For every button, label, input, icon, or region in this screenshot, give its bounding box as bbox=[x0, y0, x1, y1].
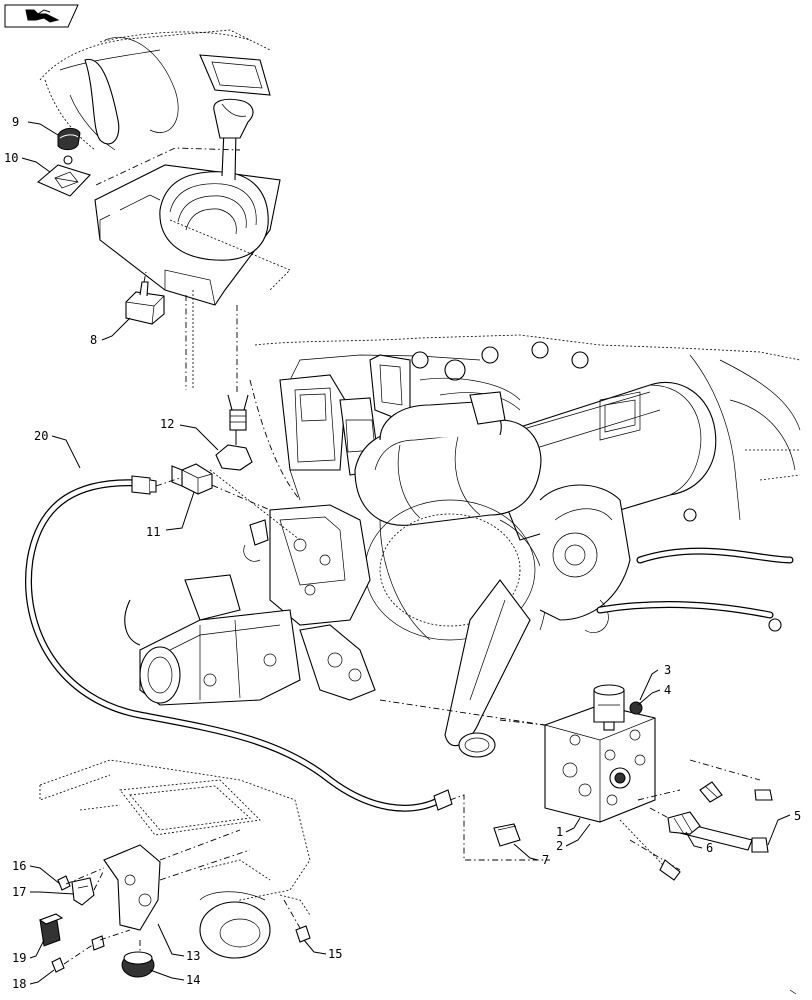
callout-9: 9 bbox=[12, 115, 19, 129]
callout-3: 3 bbox=[664, 663, 671, 677]
relay-19-part bbox=[38, 913, 64, 947]
switch-12-part bbox=[215, 394, 253, 471]
engine-transmission-illustration bbox=[124, 334, 801, 758]
fitting-11-part bbox=[171, 463, 213, 495]
valve-block-part bbox=[544, 684, 656, 823]
callout-5: 5 bbox=[794, 809, 801, 823]
book-pointer-icon[interactable] bbox=[4, 4, 79, 28]
bracket-hardware bbox=[63, 829, 301, 965]
callout-15: 15 bbox=[328, 947, 342, 961]
callout-2: 2 bbox=[556, 839, 563, 853]
shift-console-illustration bbox=[39, 29, 291, 395]
callout-20: 20 bbox=[34, 429, 48, 443]
buzzer-14-part bbox=[121, 940, 155, 978]
fitting-7-part bbox=[493, 823, 521, 847]
hose-20-part bbox=[25, 475, 550, 861]
nut-15-part bbox=[295, 925, 311, 943]
callout-19: 19 bbox=[12, 951, 26, 965]
decal-part bbox=[36, 155, 92, 197]
clip-17-part bbox=[71, 877, 95, 906]
knob-part bbox=[57, 127, 81, 151]
callout-4: 4 bbox=[664, 683, 671, 697]
callout-16: 16 bbox=[12, 859, 26, 873]
callout-8: 8 bbox=[90, 333, 97, 347]
callout-11: 11 bbox=[146, 525, 160, 539]
callout-7: 7 bbox=[542, 853, 549, 867]
leader-lines bbox=[21, 121, 791, 985]
callout-1: 1 bbox=[556, 825, 563, 839]
fitting-6-part bbox=[667, 811, 701, 835]
screw-18-part bbox=[51, 957, 65, 973]
callout-13: 13 bbox=[186, 949, 200, 963]
switch-part bbox=[125, 271, 165, 325]
callout-18: 18 bbox=[12, 977, 26, 991]
screw-16-part bbox=[57, 875, 71, 891]
valve-hardware-part bbox=[619, 759, 773, 881]
callout-17: 17 bbox=[12, 885, 26, 899]
callout-6: 6 bbox=[706, 841, 713, 855]
callout-labels: 9 10 8 12 11 20 3 4 5 6 1 2 7 13 14 15 1… bbox=[4, 115, 801, 991]
bracket-13-part bbox=[103, 844, 161, 931]
cab-floor-illustration bbox=[39, 759, 311, 959]
callout-10: 10 bbox=[4, 151, 18, 165]
callout-14: 14 bbox=[186, 973, 200, 987]
callout-12: 12 bbox=[160, 417, 174, 431]
